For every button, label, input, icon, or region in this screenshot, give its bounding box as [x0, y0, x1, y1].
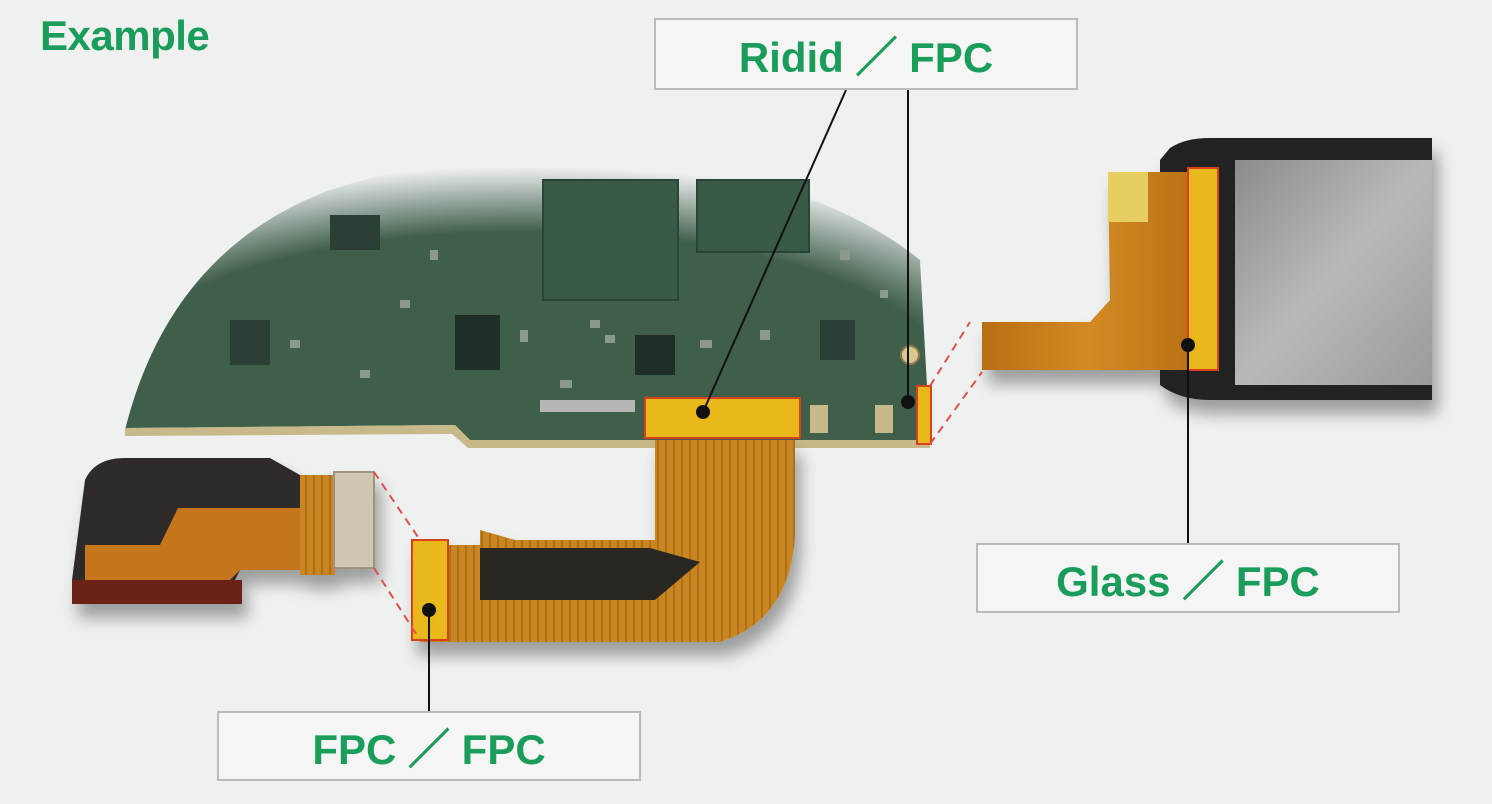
fpc-fpc-marker-dot — [422, 603, 436, 617]
connector-plug — [72, 580, 242, 604]
leader-lines — [422, 89, 1195, 711]
memory-chip — [696, 179, 810, 253]
rigid-fpc-marker-dot — [696, 405, 710, 419]
glass-fpc-marker-dot — [1181, 338, 1195, 352]
fpc-fpc-label: FPC ／ FPC — [217, 711, 641, 781]
ic-chip — [820, 320, 855, 360]
mounting-hole — [900, 345, 920, 365]
processor-chip — [542, 179, 679, 301]
ic-chip — [330, 215, 380, 250]
glass-fpc-label: Glass ／ FPC — [976, 543, 1400, 613]
ic-chip — [635, 335, 675, 375]
board-connector — [540, 400, 635, 412]
rigid-fpc-bond-area-small — [916, 385, 932, 445]
rigid-fpc-marker-dot-small — [901, 395, 915, 409]
display-panel — [982, 138, 1432, 400]
main-circuit-board — [125, 152, 932, 448]
ic-chip — [455, 315, 500, 370]
page-title: Example — [40, 12, 210, 59]
stiffener-plate — [333, 471, 375, 569]
left-connector-cable — [72, 458, 375, 604]
ic-chip — [230, 320, 270, 365]
glass-fpc-bond-area — [1187, 167, 1219, 371]
rigid-fpc-label: Ridid ／ FPC — [654, 18, 1078, 90]
connection-guides — [373, 321, 983, 641]
main-flex-cable — [411, 440, 795, 642]
display-glass — [1235, 160, 1432, 385]
rigid-fpc-bond-area — [644, 397, 801, 439]
